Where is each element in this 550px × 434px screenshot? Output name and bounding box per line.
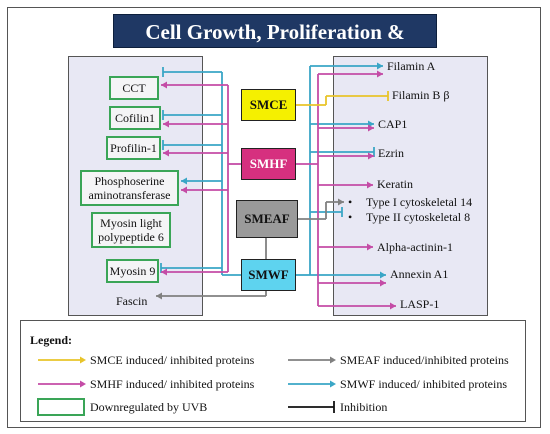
smhf-to-myosin9-head bbox=[161, 268, 167, 276]
protein-label-profilin1: Profilin-1 bbox=[110, 141, 157, 155]
hub-smce: SMCE bbox=[241, 89, 296, 121]
protein-box-phosphoserine-aminotransferase: Phosphoserine aminotransferase bbox=[80, 170, 179, 206]
legend-label-smeaf: SMEAF induced/inhibited proteins bbox=[340, 353, 509, 367]
protein-label-filamin-a: Filamin A bbox=[387, 59, 436, 73]
smhf-to-alpha-actinin-head bbox=[367, 243, 373, 251]
protein-label-cofilin1: Cofilin1 bbox=[114, 111, 155, 125]
hub-smeaf: SMEAF bbox=[236, 200, 298, 238]
figure-frame bbox=[7, 7, 541, 428]
protein-box-profilin1: Profilin-1 bbox=[106, 136, 161, 160]
protein-label-annexin-a1: Annexin A1 bbox=[390, 267, 449, 281]
protein-label-type2-cytoskeletal-8: Type II cytoskeletal 8 bbox=[366, 210, 471, 224]
protein-box-myosin-light-polypeptide-6: Myosin light polypeptide 6 bbox=[91, 212, 171, 248]
smhf-to-cap1-head bbox=[368, 124, 374, 132]
protein-label-psat-line1: Phosphoserine bbox=[94, 174, 165, 188]
protein-label-fascin: Fascin bbox=[116, 294, 148, 308]
legend-label-smwf: SMWF induced/ inhibited proteins bbox=[340, 377, 507, 391]
bullet-type1: • bbox=[348, 195, 353, 209]
protein-label-myosin9: Myosin 9 bbox=[109, 264, 156, 278]
protein-box-myosin9: Myosin 9 bbox=[106, 259, 159, 283]
hub-smhf: SMHF bbox=[241, 148, 296, 180]
protein-label-ezrin: Ezrin bbox=[378, 146, 404, 160]
legend-heading: Legend: bbox=[30, 333, 72, 347]
smhf-to-annexin-head bbox=[380, 279, 386, 287]
hub-smwf: SMWF bbox=[241, 259, 296, 291]
smeaf-to-type1-head bbox=[338, 198, 344, 206]
legend-label-downregulated: Downregulated by UVB bbox=[90, 400, 208, 414]
smhf-to-filamin-a-head bbox=[377, 70, 383, 78]
protein-label-cap1: CAP1 bbox=[378, 117, 408, 131]
right-protein-panel bbox=[333, 56, 488, 316]
protein-label-lasp-1: LASP-1 bbox=[400, 297, 440, 311]
smwf-to-filamin-a-head bbox=[377, 62, 383, 70]
legend-label-inhibition: Inhibition bbox=[340, 400, 388, 414]
protein-label-keratin: Keratin bbox=[377, 177, 413, 191]
smhf-to-ezrin-head bbox=[368, 152, 374, 160]
smhf-to-psat-head bbox=[181, 186, 187, 194]
protein-label-psat-line2: aminotransferase bbox=[88, 188, 171, 202]
legend-box bbox=[20, 320, 526, 422]
smwf-to-psat-head bbox=[181, 177, 187, 185]
smhf-to-cct-head bbox=[161, 81, 167, 89]
protein-label-filamin-b: Filamin B β bbox=[392, 88, 450, 102]
figure-title: Cell Growth, Proliferation & Migration bbox=[113, 14, 437, 78]
smeaf-to-fascin-head bbox=[156, 292, 162, 300]
bullet-type2: • bbox=[348, 210, 353, 224]
protein-label-myl6-line1: Myosin light bbox=[100, 216, 162, 230]
smhf-to-lasp-head bbox=[390, 302, 396, 310]
protein-label-alpha-actinin-1: Alpha-actinin-1 bbox=[377, 240, 453, 254]
protein-label-cct: CCT bbox=[122, 81, 146, 95]
smhf-to-keratin-head bbox=[367, 181, 373, 189]
smhf-to-profilin1-head bbox=[163, 149, 169, 157]
legend-label-smhf: SMHF induced/ inhibited proteins bbox=[90, 377, 255, 391]
legend-label-smce: SMCE induced/ inhibited proteins bbox=[90, 353, 255, 367]
protein-box-cofilin1: Cofilin1 bbox=[109, 106, 161, 130]
protein-box-cct: CCT bbox=[109, 76, 159, 100]
protein-label-type1-cytoskeletal-14: Type I cytoskeletal 14 bbox=[366, 195, 473, 209]
smhf-to-cofilin1-head bbox=[163, 120, 169, 128]
smwf-to-annexin-head bbox=[380, 271, 386, 279]
protein-label-myl6-line2: polypeptide 6 bbox=[98, 230, 164, 244]
